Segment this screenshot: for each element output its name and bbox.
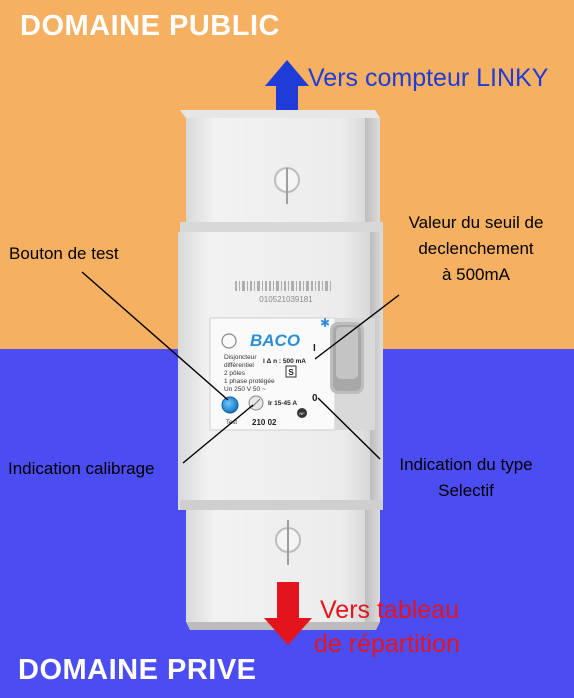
sensitivity-value: I Δ n : 500 mA (263, 358, 306, 365)
domaine-prive-title: DOMAINE PRIVE (18, 654, 257, 686)
domaine-public-title: DOMAINE PUBLIC (20, 10, 280, 42)
brand-logo: BACO (250, 331, 300, 350)
desc-line3: 2 pôles (224, 370, 246, 377)
switch-on-mark: I (313, 343, 316, 354)
desc-line4: 1 phase protégée (224, 378, 275, 385)
seuil-label: Valeur du seuil de declenchement à 500mA (381, 210, 571, 288)
nf-mark-icon (297, 408, 307, 418)
disjoncteur-differentiel: 010521039181 BACO ✱ Disjoncteur différen… (178, 110, 383, 630)
type-label: Indication du type Selectif (378, 452, 554, 504)
tableau-label-line2: de répartition (314, 630, 460, 658)
star-icon: ✱ (320, 316, 330, 330)
seuil-line1: Valeur du seuil de (408, 213, 544, 232)
leader-lines (81, 271, 400, 464)
tableau-label-line1: Vers tableau (320, 596, 459, 624)
switch-off-mark: 0 (312, 393, 318, 404)
type-line1: Indication du type (399, 455, 533, 474)
test-button (221, 396, 239, 414)
down-arrow-icon (264, 582, 312, 645)
linky-label: Vers compteur LINKY (308, 64, 549, 92)
barcode-number: 010521039181 (259, 295, 313, 304)
type-line2: Selectif (438, 481, 494, 500)
nf-mark: NF (299, 411, 305, 416)
padlock-icon (221, 333, 237, 349)
barcode (235, 281, 331, 291)
seuil-line3: à 500mA (441, 265, 511, 284)
seuil-line2: declenchement (418, 239, 534, 258)
reference-number: 210 02 (252, 418, 277, 427)
desc-line5: Un 250 V 50 ~ (224, 386, 266, 393)
calibre-value: Ir 15-45 A (268, 400, 297, 407)
type-code: S (288, 368, 294, 377)
desc-line1: Disjoncteur (224, 354, 257, 361)
desc-line2: différentiel (224, 362, 254, 369)
calibrage-label: Indication calibrage (8, 459, 155, 478)
test-button-label: Bouton de test (9, 244, 119, 263)
